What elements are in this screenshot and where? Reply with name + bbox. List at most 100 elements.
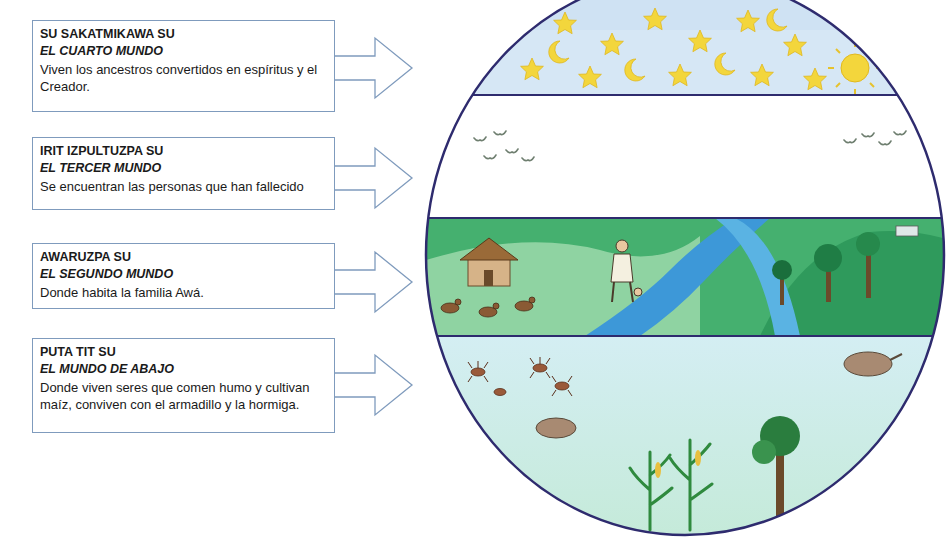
bird (522, 157, 534, 161)
moon (715, 53, 735, 75)
world-circle (420, 0, 948, 537)
sun-rays (828, 41, 882, 95)
sun-ray (836, 83, 840, 87)
bird (862, 133, 874, 137)
ant-legs (468, 357, 572, 396)
ant (494, 389, 506, 396)
earth-band (420, 218, 948, 336)
bird (484, 155, 496, 159)
ant-leg (552, 376, 572, 396)
bird (894, 131, 906, 135)
tree-crown (752, 440, 776, 464)
tree-crown (814, 244, 842, 272)
underworld-band (420, 336, 948, 537)
person-body (611, 254, 633, 282)
pointer-arrow (333, 148, 412, 208)
trees (772, 226, 918, 305)
node-heading: IRIT IZPULTUZPA SU (40, 143, 327, 160)
corn-plants (630, 440, 712, 530)
birds (474, 131, 906, 161)
band-dividers (420, 95, 948, 336)
star (644, 8, 667, 30)
ducks (441, 297, 535, 317)
duck-head (455, 299, 461, 305)
house-roof (460, 238, 518, 260)
node-subheading: EL TERCER MUNDO (40, 160, 327, 177)
ant-leg (530, 357, 550, 378)
corn-plant (630, 452, 672, 530)
person-legs (612, 282, 633, 302)
star (689, 30, 712, 52)
child (634, 288, 642, 296)
star (521, 58, 544, 80)
armadillo-head (890, 354, 902, 360)
world-box: SU SAKATMIKAWA SUEL CUARTO MUNDOViven lo… (32, 20, 335, 112)
bus (896, 226, 918, 236)
ant (533, 364, 547, 372)
moon (625, 59, 645, 81)
bird (506, 149, 518, 153)
node-heading: SU SAKATMIKAWA SU (40, 26, 327, 43)
ant-leg (468, 361, 488, 382)
world-box: PUTA TIT SUEL MUNDO DE ABAJODonde viven … (32, 338, 335, 433)
river-branch (715, 218, 800, 336)
pointer-arrow (333, 38, 412, 98)
sun-ray (870, 49, 874, 53)
node-body: Se encuentran las personas que han falle… (40, 178, 327, 196)
armadillo (536, 418, 576, 438)
moon (767, 9, 787, 31)
divider-line (420, 217, 948, 219)
corn-cob (655, 462, 661, 478)
star (601, 33, 624, 55)
house-wall (468, 258, 510, 286)
star (669, 64, 692, 86)
ant (471, 368, 485, 376)
corn-plant (670, 440, 712, 530)
node-subheading: EL CUARTO MUNDO (40, 43, 327, 60)
sun-ray (828, 67, 834, 69)
person (611, 240, 642, 302)
duck-head (529, 297, 535, 303)
star (737, 10, 760, 32)
star (554, 12, 577, 34)
moon (549, 41, 569, 63)
node-subheading: EL SEGUNDO MUNDO (40, 266, 327, 283)
sun-ray (836, 49, 840, 53)
armadillo (844, 352, 892, 376)
sky-band (420, 0, 948, 95)
star (804, 68, 827, 90)
node-heading: PUTA TIT SU (40, 344, 327, 361)
divider-line (420, 94, 948, 96)
person-head (616, 240, 628, 252)
sky-shade (420, 0, 948, 30)
house-door (484, 270, 493, 286)
stars (521, 8, 827, 90)
node-heading: AWARUZPA SU (40, 249, 327, 266)
node-body: Viven los ancestros convertidos en espír… (40, 61, 327, 97)
world-box: IRIT IZPULTUZPA SUEL TERCER MUNDOSe encu… (32, 137, 335, 210)
node-body: Donde habita la familia Awá. (40, 284, 327, 302)
air-band (420, 95, 948, 218)
star (579, 66, 602, 88)
sun (841, 54, 869, 82)
node-subheading: EL MUNDO DE ABAJO (40, 361, 327, 378)
tree-crown (772, 260, 792, 280)
bird (879, 141, 891, 145)
node-body: Donde viven seres que comen humo y culti… (40, 379, 327, 415)
duck-head (493, 303, 499, 309)
ant (555, 382, 569, 390)
pointer-arrow (333, 252, 412, 312)
divider-line (420, 335, 948, 337)
pointer-arrow (333, 355, 412, 415)
bird (494, 131, 506, 135)
circle-outline (426, 0, 944, 535)
star (784, 34, 807, 56)
star (751, 64, 774, 86)
world-box: AWARUZPA SUEL SEGUNDO MUNDODonde habita … (32, 243, 335, 309)
tree-crown (856, 232, 880, 256)
sun-ray (870, 83, 874, 87)
corn-cob (695, 450, 701, 466)
bird (474, 137, 486, 141)
bird (844, 139, 856, 143)
